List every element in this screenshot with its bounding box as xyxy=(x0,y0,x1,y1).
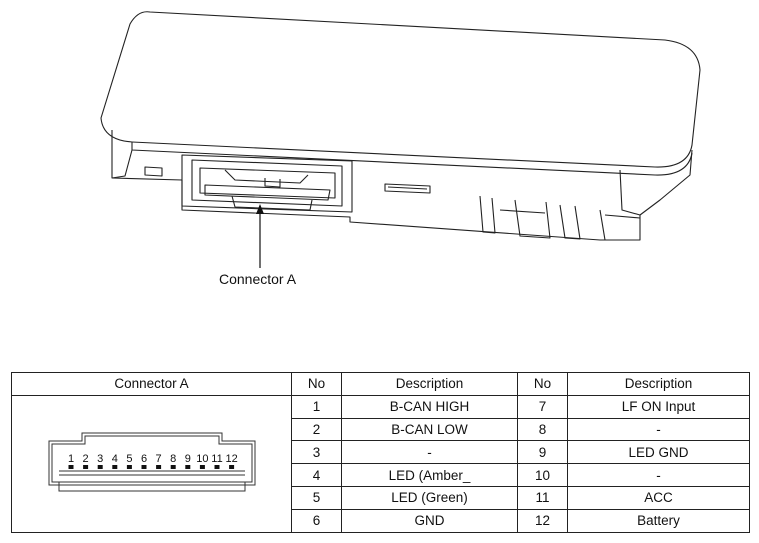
module-body xyxy=(111,130,693,241)
connector-pin-label: 7 xyxy=(155,453,161,465)
pin-no: 8 xyxy=(517,417,568,442)
connector-pin-label: 4 xyxy=(111,453,117,465)
pin-no: 3 xyxy=(291,440,342,465)
table-header-row: Connector A No Description No Descriptio… xyxy=(11,372,750,396)
connector-pin-marker xyxy=(126,464,132,469)
header-connector: Connector A xyxy=(11,372,292,396)
pin-description: Battery xyxy=(567,508,750,533)
header-no-left: No xyxy=(291,372,342,396)
pin-description: LED (Green) xyxy=(341,485,518,510)
pin-no: 6 xyxy=(291,508,342,533)
table-row: 5 LED (Green) 11 ACC xyxy=(12,485,750,510)
module-drawing xyxy=(100,11,701,268)
module-top-plate xyxy=(100,11,701,168)
connector-pin-label: 11 xyxy=(211,453,222,465)
pin-description: LED GND xyxy=(567,440,750,465)
connector-pin-marker xyxy=(184,464,190,469)
connector-pin-marker xyxy=(170,464,176,469)
pin-description: - xyxy=(567,463,750,487)
pin-description: B-CAN HIGH xyxy=(341,394,518,419)
header-no-right: No xyxy=(517,372,568,396)
connector-pin-label: 1 xyxy=(67,453,73,465)
connector-pin-label: 5 xyxy=(126,453,132,465)
connector-pin-marker xyxy=(214,464,219,469)
connector-pin-label: 8 xyxy=(170,453,176,465)
header-description-left: Description xyxy=(341,372,518,396)
connector-pin-marker xyxy=(199,464,205,469)
pin-no: 1 xyxy=(291,394,342,419)
connector-pin-label: 9 xyxy=(184,453,190,465)
pin-description: - xyxy=(341,440,518,465)
connector-pin-marker xyxy=(155,464,161,469)
pin-description: B-CAN LOW xyxy=(341,417,518,442)
body-slot xyxy=(384,183,431,194)
pin-description: - xyxy=(567,417,750,442)
pin-no: 7 xyxy=(517,394,568,419)
connector-pin-marker xyxy=(228,464,234,469)
callout-arrowhead xyxy=(256,204,264,214)
connector-pin-marker xyxy=(141,464,146,469)
connector-pin-marker xyxy=(97,464,103,469)
pinout-table: Connector A No Description No Descriptio… xyxy=(11,372,750,533)
pin-no: 4 xyxy=(291,463,342,487)
connector-pin-marker xyxy=(82,464,88,469)
connector-pin-label: 2 xyxy=(82,453,88,465)
connector-pin-marker xyxy=(111,464,117,469)
connector-pin-label: 6 xyxy=(140,453,146,465)
pin-description: ACC xyxy=(567,485,750,510)
pin-no: 9 xyxy=(517,440,568,465)
small-latch xyxy=(144,166,163,177)
pin-description: LED (Amber_ xyxy=(341,463,518,487)
connector-housing xyxy=(181,154,353,213)
connector-pin-marker xyxy=(68,464,73,469)
connector-a-callout-label: Connector A xyxy=(219,271,297,287)
connector-pin-label: 12 xyxy=(225,453,237,465)
table-row: 4 LED (Amber_ 10 - xyxy=(12,463,750,487)
pin-no: 5 xyxy=(291,485,342,510)
pin-no: 10 xyxy=(517,463,568,487)
pin-description: GND xyxy=(341,508,518,533)
pin-no: 12 xyxy=(517,508,568,533)
pin-no: 2 xyxy=(291,417,342,442)
connector-pin-label: 10 xyxy=(196,453,208,465)
pin-description: LF ON Input xyxy=(567,394,750,419)
table-row: 6 GND 12 Battery xyxy=(12,508,750,533)
connector-pin-label: 3 xyxy=(97,453,103,465)
header-description-right: Description xyxy=(567,372,750,396)
table-row: 3 - 9 LED GND xyxy=(12,440,750,465)
pin-no: 11 xyxy=(517,485,568,510)
